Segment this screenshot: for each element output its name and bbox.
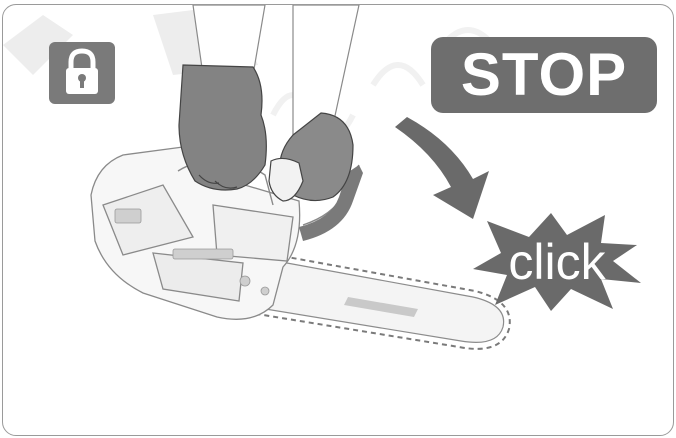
lock-badge (49, 42, 115, 104)
padlock-icon (49, 42, 115, 104)
saw-bar (253, 259, 504, 342)
instruction-panel: STOP click (2, 4, 674, 436)
curved-arrow-icon (395, 117, 489, 219)
glove-right (269, 113, 353, 201)
click-label: click (473, 227, 641, 297)
glove-left (179, 65, 266, 190)
stop-badge: STOP (431, 37, 657, 113)
